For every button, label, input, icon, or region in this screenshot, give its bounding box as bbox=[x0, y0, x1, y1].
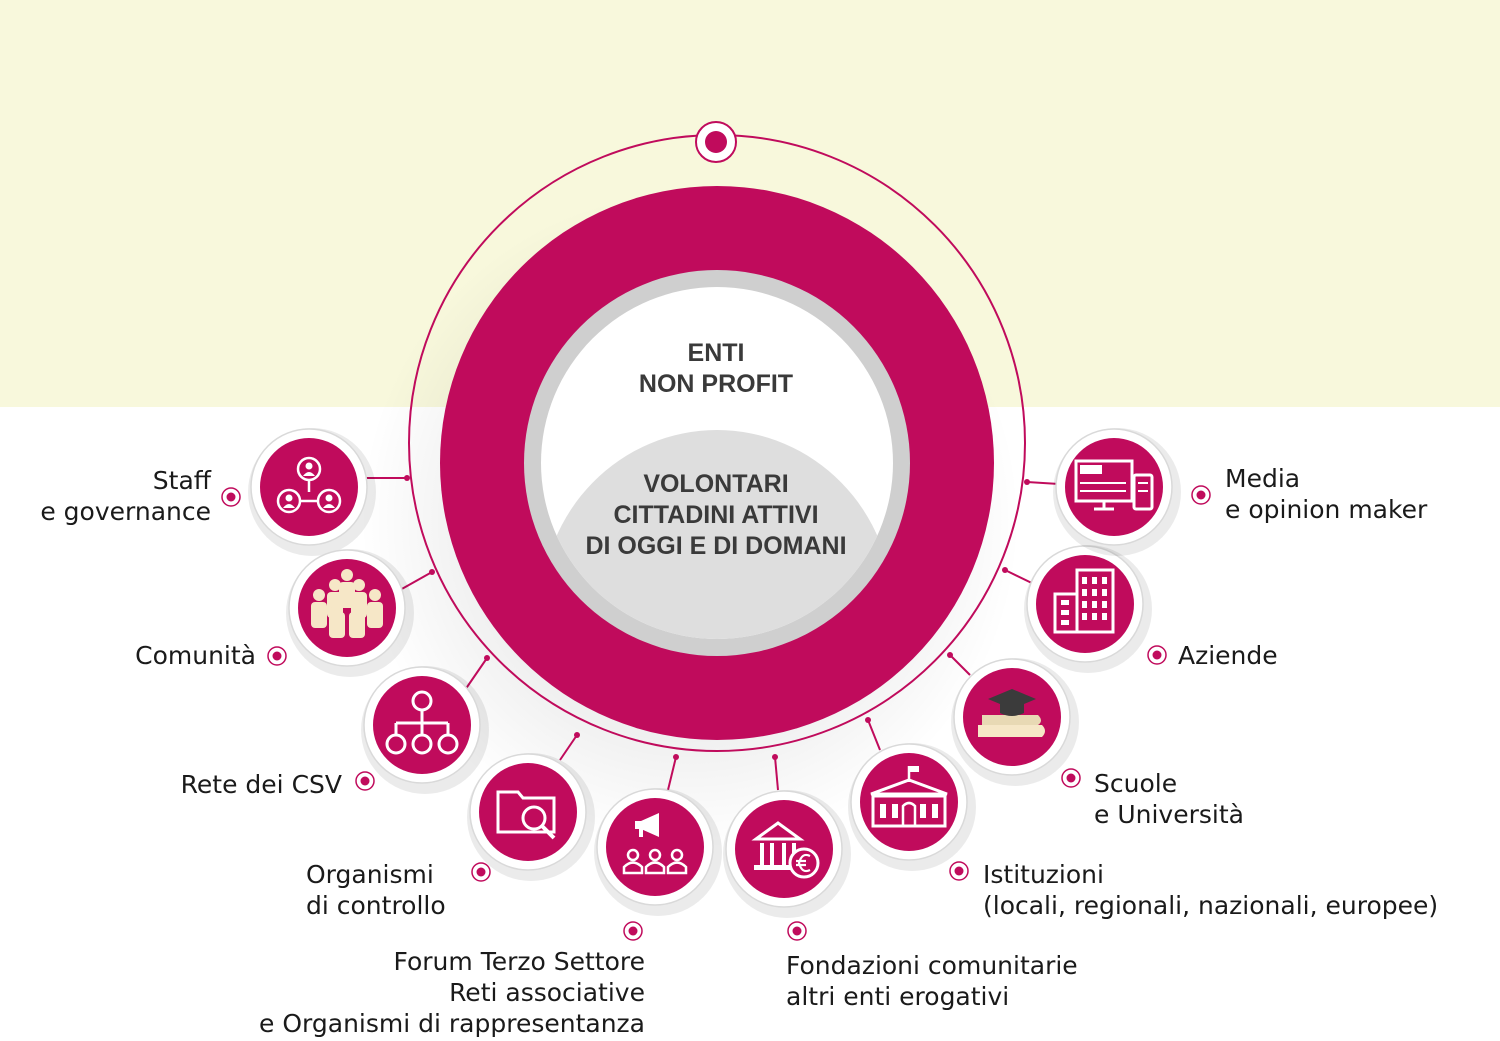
connector-line bbox=[667, 756, 677, 791]
connector-joint bbox=[673, 754, 679, 760]
stakeholder-node bbox=[1053, 428, 1181, 556]
connector-line bbox=[559, 734, 578, 761]
connector-joint bbox=[484, 655, 490, 661]
connectors bbox=[364, 475, 1060, 791]
graduation-books-icon bbox=[978, 689, 1045, 737]
label-bullet-icon bbox=[787, 921, 807, 941]
inner-lower-segment bbox=[541, 430, 893, 639]
label-scuole-universita: Scuole e Università bbox=[1094, 769, 1244, 829]
stakeholder-node bbox=[467, 753, 595, 881]
label-bullet-icon bbox=[471, 862, 491, 882]
government-building-icon bbox=[870, 766, 948, 828]
stakeholder-node bbox=[723, 790, 851, 918]
stakeholder-node bbox=[286, 549, 414, 677]
label-bullet-icon bbox=[267, 646, 287, 666]
connector-joint bbox=[404, 475, 410, 481]
connector-joint bbox=[772, 754, 778, 760]
connector-joint bbox=[1002, 567, 1008, 573]
label-media: Media e opinion maker bbox=[1225, 464, 1428, 524]
connector-joint bbox=[865, 717, 871, 723]
center-subtitle: VOLONTARI CITTADINI ATTIVI DI OGGI E DI … bbox=[585, 470, 847, 560]
stakeholder-node bbox=[848, 743, 976, 871]
megaphone-audience-icon bbox=[622, 813, 688, 875]
center-title: ENTI NON PROFIT bbox=[638, 339, 794, 398]
connector-line bbox=[1026, 481, 1060, 485]
office-building-icon bbox=[1053, 568, 1115, 634]
folder-search-icon bbox=[496, 790, 556, 840]
org-chart-icon bbox=[385, 690, 459, 755]
connector-line bbox=[949, 654, 971, 676]
news-devices-icon bbox=[1074, 459, 1154, 511]
connector-line bbox=[399, 571, 433, 591]
label-bullet-icon bbox=[623, 921, 643, 941]
community-group-icon bbox=[311, 569, 383, 638]
connector-line bbox=[464, 657, 488, 691]
stakeholder-node bbox=[594, 788, 722, 916]
label-bullet-icon bbox=[221, 487, 241, 507]
stakeholder-node bbox=[951, 658, 1079, 786]
label-comunita: Comunità bbox=[135, 641, 256, 670]
bank-euro-icon bbox=[751, 821, 820, 879]
label-fondazioni: Fondazioni comunitarie altri enti erogat… bbox=[786, 951, 1078, 1011]
label-bullet-icon bbox=[1061, 768, 1081, 788]
label-organismi-controllo: Organismi di controllo bbox=[306, 860, 446, 920]
stakeholder-node bbox=[361, 666, 489, 794]
orbit-top-marker-dot bbox=[705, 131, 727, 153]
stakeholder-node bbox=[1024, 545, 1152, 673]
stakeholder-node bbox=[248, 428, 376, 556]
label-istituzioni: Istituzioni (locali, regionali, nazional… bbox=[983, 860, 1439, 920]
label-staff-governance: Staff e governance bbox=[40, 466, 211, 526]
connector-joint bbox=[574, 732, 580, 738]
connector-joint bbox=[947, 652, 953, 658]
connector-line bbox=[774, 756, 779, 791]
label-rete-csv: Rete dei CSV bbox=[180, 770, 342, 799]
connector-line bbox=[867, 719, 881, 751]
people-network-icon bbox=[276, 456, 342, 514]
label-aziende: Aziende bbox=[1178, 641, 1278, 670]
label-bullet-icon bbox=[1147, 645, 1167, 665]
stakeholder-nodes bbox=[221, 428, 1211, 941]
label-bullet-icon bbox=[1191, 485, 1211, 505]
connector-joint bbox=[429, 569, 435, 575]
label-bullet-icon bbox=[949, 861, 969, 881]
label-bullet-icon bbox=[355, 771, 375, 791]
connector-joint bbox=[1024, 479, 1030, 485]
node-disc bbox=[606, 798, 704, 896]
label-forum-terzo-settore: Forum Terzo Settore Reti associative e O… bbox=[259, 947, 645, 1038]
